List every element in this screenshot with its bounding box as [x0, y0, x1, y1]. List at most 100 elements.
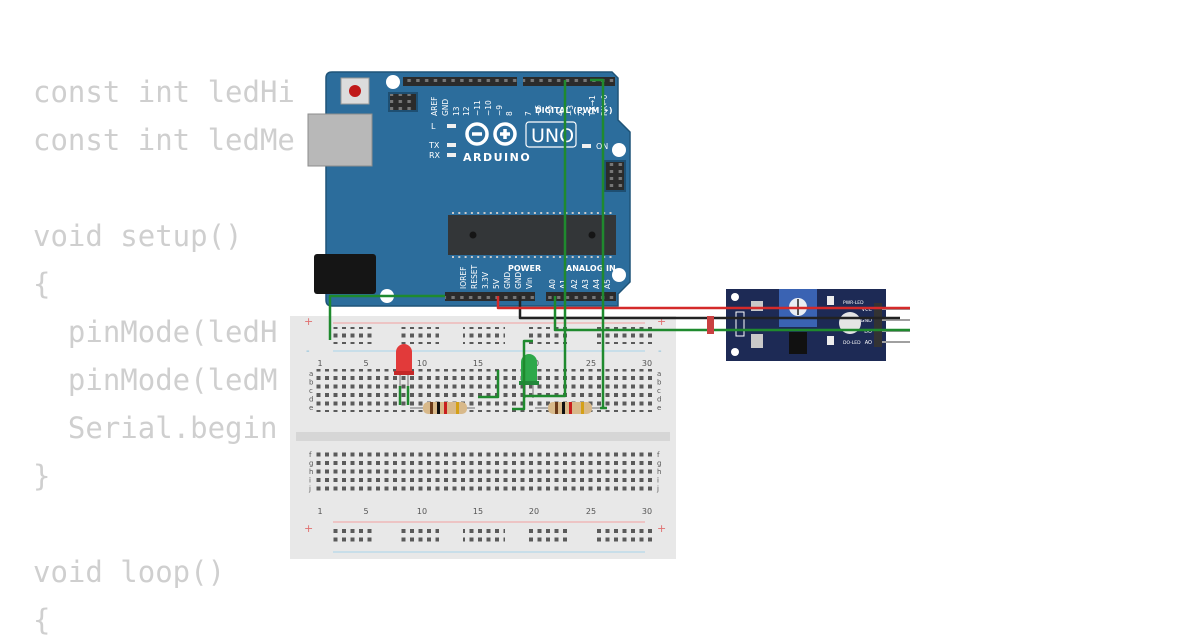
sensor-chip	[789, 332, 807, 354]
pin-label-8: 7	[524, 111, 533, 116]
wire-connector	[707, 316, 714, 334]
led-l-label: L	[431, 122, 436, 131]
usb-connector	[307, 113, 373, 167]
column-number-bottom: 25	[586, 507, 596, 516]
mount-hole	[386, 75, 400, 89]
top-plus-label-right: +	[657, 315, 666, 328]
pin-label-6: ~9	[495, 105, 504, 116]
code-line: pinMode(ledM	[33, 363, 278, 397]
row-label-right: f	[657, 451, 660, 459]
pin-label-12: ~3	[566, 105, 575, 116]
mount-hole	[612, 268, 626, 282]
column-number-top: 1	[317, 359, 322, 368]
resistor-2-band	[581, 402, 584, 414]
power-header[interactable]	[445, 292, 535, 301]
column-number-top: 5	[363, 359, 368, 368]
row-label-left: e	[309, 404, 313, 412]
arduino-infinity-logo-icon	[465, 122, 517, 146]
top-minus-label-right: -	[658, 346, 662, 357]
row-label-left: c	[309, 387, 313, 395]
row-label-right: a	[657, 370, 661, 378]
bottom-plus-label: +	[304, 522, 313, 535]
arduino-uno-board[interactable]: DIGITAL (PWM ~) L TX RX ON UNO ARDUINO	[307, 71, 631, 307]
wire-pin3-green-led[interactable]	[524, 80, 567, 398]
analog-pin-label-0: A0	[548, 279, 557, 289]
code-line: void loop()	[33, 555, 226, 589]
analog-pin-label-3: A3	[581, 279, 590, 289]
code-line: pinMode(ledH	[33, 315, 278, 349]
analog-header[interactable]	[546, 292, 616, 301]
column-number-bottom: 15	[473, 507, 483, 516]
row-label-left: d	[309, 396, 313, 404]
pin-label-3: 12	[462, 106, 471, 116]
led-rx	[447, 153, 456, 157]
sensor-mount-hole	[731, 348, 739, 356]
power-jack	[314, 254, 376, 294]
sensor-pin-leads	[882, 308, 910, 343]
power-pin-label-1: RESET	[470, 265, 479, 289]
resistor-1[interactable]	[410, 402, 475, 414]
wire-gnd-rail[interactable]	[328, 294, 445, 340]
resistor-2-band	[562, 402, 565, 414]
row-label-left: j	[308, 485, 311, 493]
row-label-right: h	[657, 468, 661, 476]
row-label-right: g	[657, 460, 661, 468]
icsp-pins-right	[606, 162, 624, 190]
reset-button-cap[interactable]	[349, 85, 361, 97]
sensor-pin-label: VCC	[862, 307, 873, 313]
circuit-canvas[interactable]: + + - - + + 115510101515202025253030aabb…	[0, 0, 1200, 630]
wires[interactable]	[328, 78, 910, 411]
column-number-top: 25	[586, 359, 596, 368]
sensor-header[interactable]	[874, 303, 882, 347]
wire-5v-sensor[interactable]	[496, 296, 910, 310]
sensor-mount-hole	[731, 293, 739, 301]
led-l	[447, 124, 456, 128]
breadboard[interactable]: + + - - + + 115510101515202025253030aabb…	[290, 315, 676, 559]
icsp-pins-top	[390, 94, 416, 110]
wire-sensor-ao[interactable]	[553, 296, 910, 332]
power-header-label: POWER	[508, 264, 541, 273]
digital-header-2[interactable]	[523, 77, 615, 86]
arduino-brand-label: ARDUINO	[463, 151, 531, 164]
code-line: {	[33, 603, 51, 637]
led-tx	[447, 143, 456, 147]
digital-header-1[interactable]	[403, 77, 517, 86]
pin-label-5: ~10	[484, 100, 493, 116]
code-line: void setup()	[33, 219, 243, 253]
wire-jumper[interactable]	[478, 370, 500, 399]
sensor-led	[827, 296, 834, 305]
top-minus-label: -	[306, 346, 310, 357]
row-label-right: c	[657, 387, 661, 395]
bottom-rail-holes	[331, 529, 655, 546]
power-pin-label-4: GND	[503, 272, 512, 289]
wire-pin-resistor[interactable]	[590, 78, 605, 408]
green-led-base	[519, 381, 539, 385]
row-label-left: f	[309, 451, 312, 459]
resistor-2[interactable]	[535, 402, 600, 414]
power-pin-label-5: GND	[514, 272, 523, 289]
power-pin-label-0: IOREF	[459, 267, 468, 289]
row-label-left: i	[309, 477, 311, 485]
row-label-left: g	[309, 460, 313, 468]
column-number-top: 15	[473, 359, 483, 368]
red-led-base	[394, 371, 414, 375]
sensor-pin-label: AO	[865, 340, 872, 346]
wire-jumper[interactable]	[512, 339, 533, 411]
code-line: {	[33, 267, 51, 301]
power-pin-label-2: 3.3V	[481, 271, 490, 289]
column-number-bottom: 20	[529, 507, 539, 516]
row-label-right: e	[657, 404, 661, 412]
power-pin-label-3: 5V	[492, 278, 501, 289]
sensor-component	[751, 301, 763, 311]
code-line: Serial.begin	[33, 411, 278, 445]
row-label-left: a	[309, 370, 313, 378]
code-line: const int ledHi	[33, 75, 295, 109]
pin-label-14: TX→1	[588, 95, 597, 117]
row-label-right: j	[656, 485, 659, 493]
center-channel	[296, 432, 670, 441]
top-plus-label: +	[304, 315, 313, 328]
wire-gnd-sensor[interactable]	[518, 296, 900, 320]
sensor-pin-label: DO	[864, 329, 872, 335]
